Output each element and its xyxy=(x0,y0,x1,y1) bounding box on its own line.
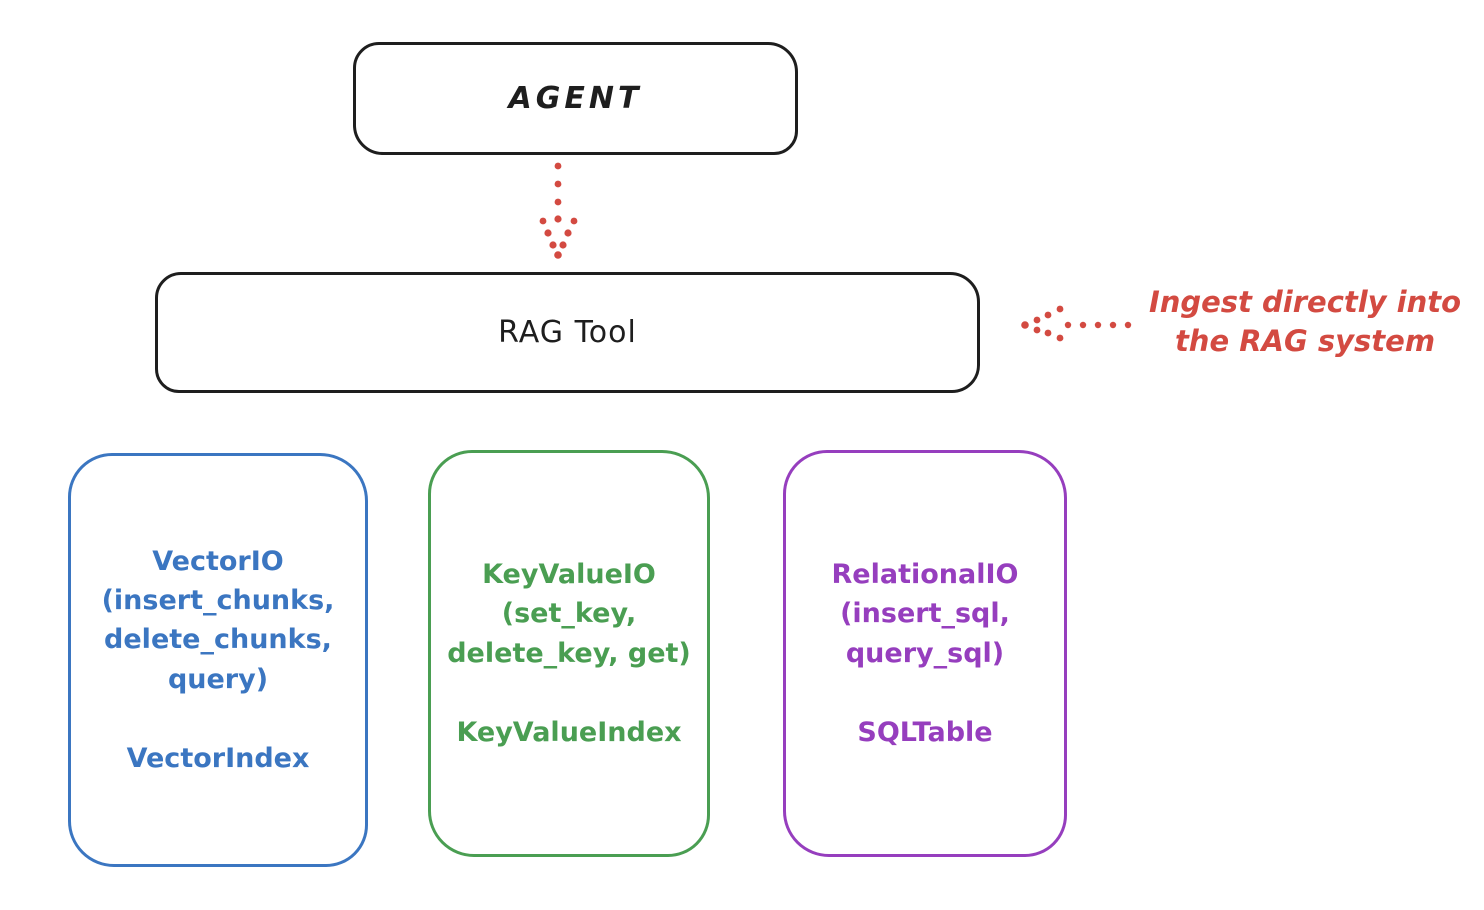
relational-io-box: RelationalIO (insert_sql, query_sql) SQL… xyxy=(783,450,1067,857)
rag-tool-box: RAG Tool xyxy=(155,272,980,393)
ingest-annotation: Ingest directly into the RAG system xyxy=(1148,285,1462,359)
sql-table-label: SQLTable xyxy=(857,716,993,748)
rag-tool-label: RAG Tool xyxy=(498,315,637,350)
dotted-arrow-left xyxy=(1021,305,1132,342)
vector-index-label: VectorIndex xyxy=(126,742,310,774)
keyvalue-io-body: KeyValueIO (set_key, delete_key, get) xyxy=(447,559,691,669)
keyvalue-index-label: KeyValueIndex xyxy=(456,716,682,748)
agent-box: AGENT xyxy=(353,42,798,155)
dotted-arrow-down xyxy=(539,162,578,259)
keyvalue-io-box: KeyValueIO (set_key, delete_key, get) Ke… xyxy=(428,450,710,857)
vector-io-body: VectorIO (insert_chunks, delete_chunks, … xyxy=(101,546,335,695)
vector-io-box: VectorIO (insert_chunks, delete_chunks, … xyxy=(68,453,368,867)
relational-io-body: RelationalIO (insert_sql, query_sql) xyxy=(831,559,1019,669)
agent-label: AGENT xyxy=(508,81,643,116)
